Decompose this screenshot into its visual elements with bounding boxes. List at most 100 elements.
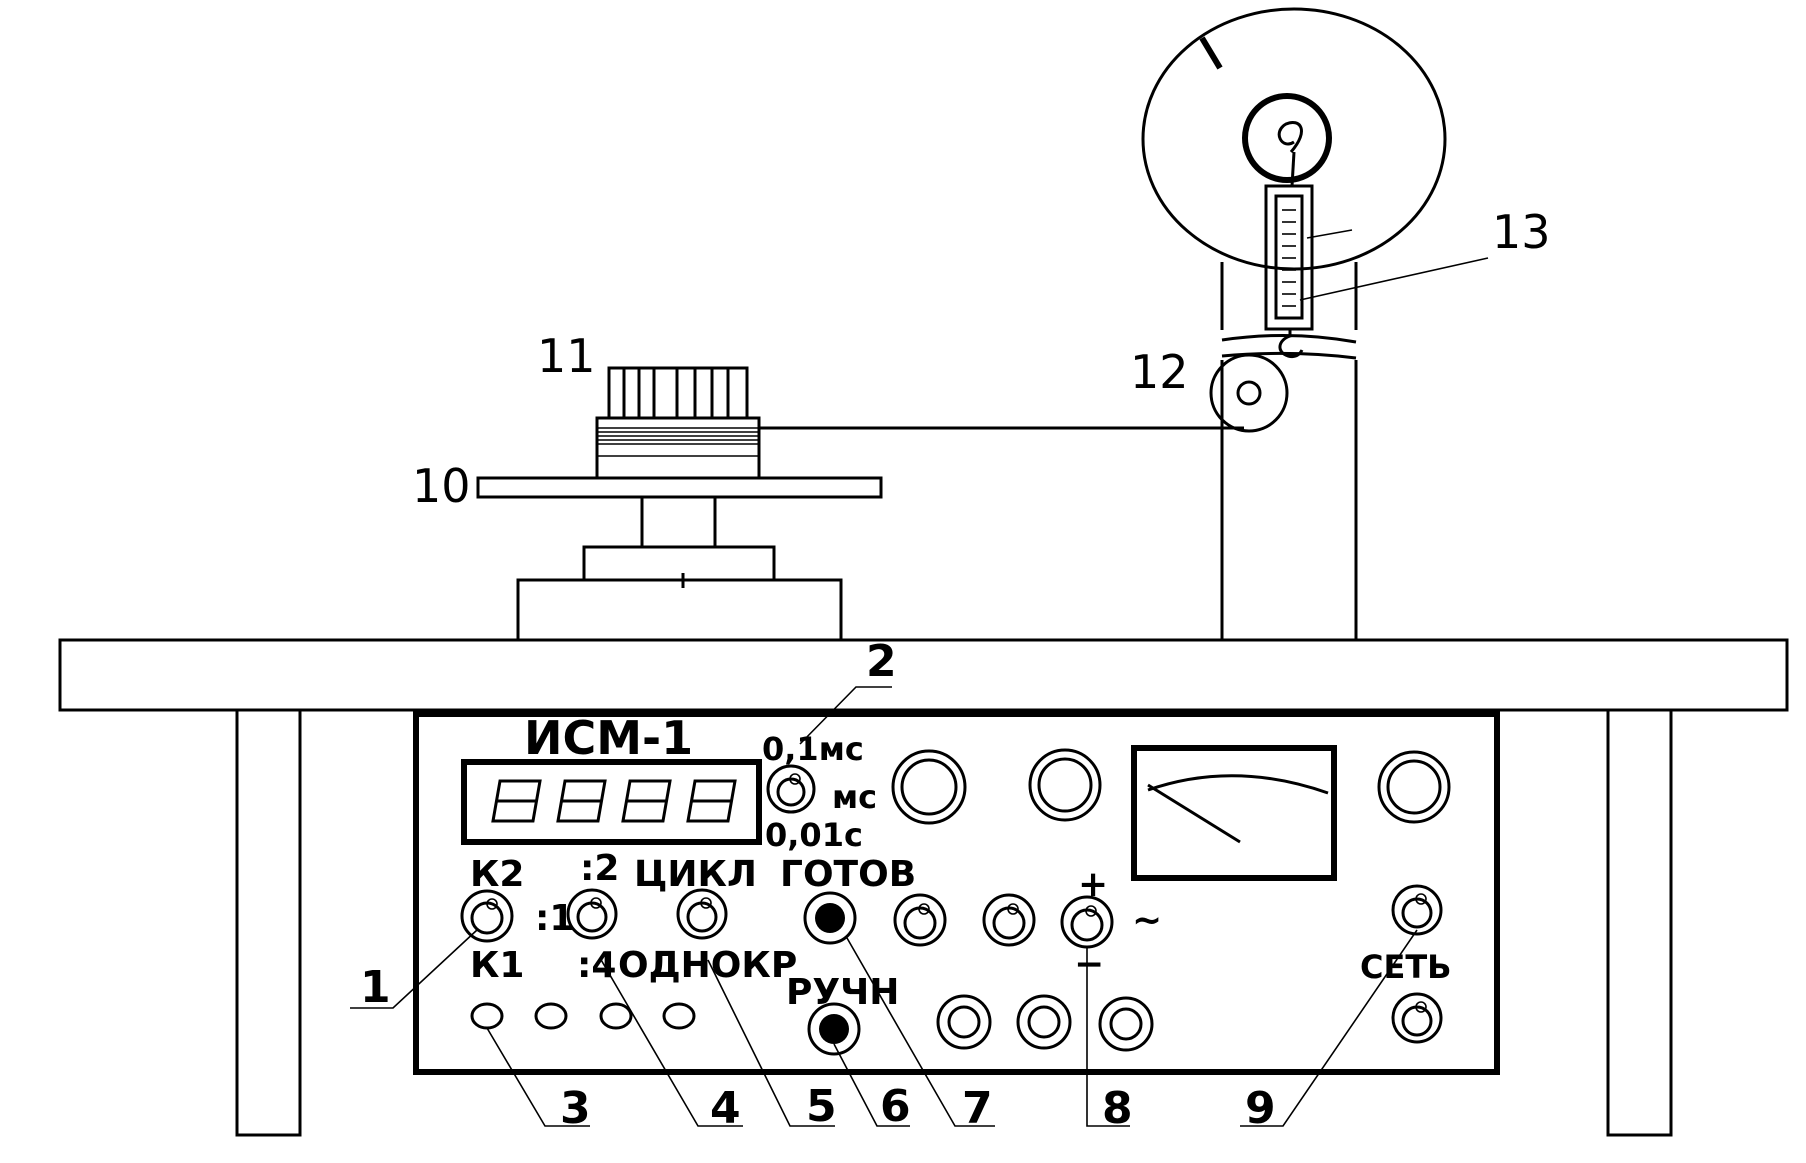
socket-4[interactable] xyxy=(662,1002,696,1030)
callout-10: 10 xyxy=(412,459,471,513)
pulley-axle xyxy=(1236,380,1262,406)
label-div2: :2 xyxy=(580,848,619,889)
turntable-base xyxy=(516,578,843,642)
leader-lines xyxy=(350,229,1489,1127)
label-01ms: 0,1мс xyxy=(762,730,864,768)
label-ready: ГОТОВ xyxy=(780,854,916,895)
callout-9: 9 xyxy=(1245,1083,1276,1134)
meter-arc xyxy=(1147,774,1329,795)
lamp-ready xyxy=(803,891,857,945)
lamp-ready-fill xyxy=(815,903,845,933)
scale-disk xyxy=(1141,7,1447,271)
dynamometer-scale xyxy=(1274,194,1304,320)
turntable-disk xyxy=(476,476,883,499)
disk-hub xyxy=(1242,93,1332,183)
switch-bottom-right[interactable] xyxy=(1391,992,1443,1044)
label-div4: :4 xyxy=(577,945,616,986)
turntable-base-upper xyxy=(582,545,776,582)
turntable-assembly xyxy=(476,366,1244,642)
range-switch[interactable] xyxy=(766,764,816,814)
device-title: ИСМ-1 xyxy=(524,711,693,765)
digital-display xyxy=(461,759,762,845)
terminal-1[interactable] xyxy=(936,994,992,1050)
switch-knob xyxy=(1401,897,1433,929)
display-digits xyxy=(491,779,737,823)
callout-12: 12 xyxy=(1130,345,1189,399)
button-manual-fill xyxy=(819,1014,849,1044)
range-switch-knob xyxy=(776,777,806,807)
switch-b[interactable] xyxy=(982,893,1036,947)
switch-divider[interactable] xyxy=(566,888,618,940)
table-leg-left xyxy=(235,708,302,1137)
switch-dot xyxy=(1415,893,1427,905)
switch-knob xyxy=(1070,908,1104,942)
table-leg-right xyxy=(1606,708,1673,1137)
pulley xyxy=(1209,353,1289,433)
switch-dot xyxy=(486,898,498,910)
knob-1-inner xyxy=(900,758,958,816)
stand-assembly xyxy=(1141,7,1447,640)
label-cycle: ЦИКЛ xyxy=(634,854,757,895)
callout-numbers: 1 2 3 4 5 6 7 8 9 10 11 12 13 xyxy=(360,205,1551,1134)
stand-break-lower xyxy=(1221,351,1357,360)
spring-stem xyxy=(1290,151,1296,187)
knob-2-outer[interactable] xyxy=(1028,748,1102,822)
label-mains: СЕТЬ xyxy=(1360,948,1452,986)
device-ism-1: ИСМ-1 0,1мс мс 0,01с К2 :2 ЦИКЛ ГОТОВ + xyxy=(413,711,1500,1075)
range-switch-dot xyxy=(789,773,801,785)
callout-3: 3 xyxy=(560,1083,591,1134)
terminal-inner xyxy=(947,1005,981,1039)
callout-5: 5 xyxy=(806,1081,837,1132)
table-top xyxy=(58,638,1789,712)
switch-knob xyxy=(470,901,504,935)
switch-knob xyxy=(576,901,608,933)
label-k2: К2 xyxy=(470,854,524,895)
socket-3[interactable] xyxy=(599,1002,633,1030)
switch-dot xyxy=(1085,905,1097,917)
meter-needle xyxy=(1147,783,1241,844)
knob-3-inner xyxy=(1386,759,1442,815)
switch-cycle-single[interactable] xyxy=(676,888,728,940)
switch-knob xyxy=(992,906,1026,940)
switch-dot xyxy=(918,903,930,915)
label-001s: 0,01с xyxy=(765,816,863,854)
callout-4: 4 xyxy=(710,1083,741,1134)
switch-dot xyxy=(590,897,602,909)
terminal-inner xyxy=(1109,1007,1143,1041)
switch-k1-k2[interactable] xyxy=(460,889,514,943)
spring-coil xyxy=(1277,121,1303,153)
button-manual[interactable] xyxy=(807,1002,861,1056)
callout-2: 2 xyxy=(866,636,897,687)
analog-meter xyxy=(1131,745,1337,881)
switch-mains[interactable] xyxy=(1391,884,1443,936)
disk-mark xyxy=(1199,36,1223,70)
knob-3-outer[interactable] xyxy=(1377,750,1451,824)
callout-1: 1 xyxy=(360,962,391,1013)
callout-6: 6 xyxy=(880,1081,911,1132)
drum-body xyxy=(595,416,761,480)
switch-dot xyxy=(1007,903,1019,915)
knob-1-outer[interactable] xyxy=(891,749,967,825)
terminal-2[interactable] xyxy=(1016,994,1072,1050)
terminal-inner xyxy=(1027,1005,1061,1039)
callout-13: 13 xyxy=(1492,205,1551,259)
terminal-3[interactable] xyxy=(1098,996,1154,1052)
switch-knob xyxy=(1401,1005,1433,1037)
switch-a[interactable] xyxy=(893,893,947,947)
switch-knob xyxy=(903,906,937,940)
switch-dot xyxy=(700,897,712,909)
label-ac: ~ xyxy=(1132,900,1162,941)
socket-1[interactable] xyxy=(470,1002,504,1030)
socket-2[interactable] xyxy=(534,1002,568,1030)
callout-8: 8 xyxy=(1102,1083,1133,1134)
label-minus: − xyxy=(1074,944,1104,985)
switch-dot xyxy=(1415,1001,1427,1013)
knob-2-inner xyxy=(1037,757,1093,813)
callout-7: 7 xyxy=(962,1083,993,1134)
label-single: ОДНОКР xyxy=(618,945,797,986)
device-panel xyxy=(413,711,1500,1075)
dynamometer-hook xyxy=(1278,329,1304,358)
table xyxy=(58,638,1789,1137)
label-ms: мс xyxy=(832,778,877,816)
